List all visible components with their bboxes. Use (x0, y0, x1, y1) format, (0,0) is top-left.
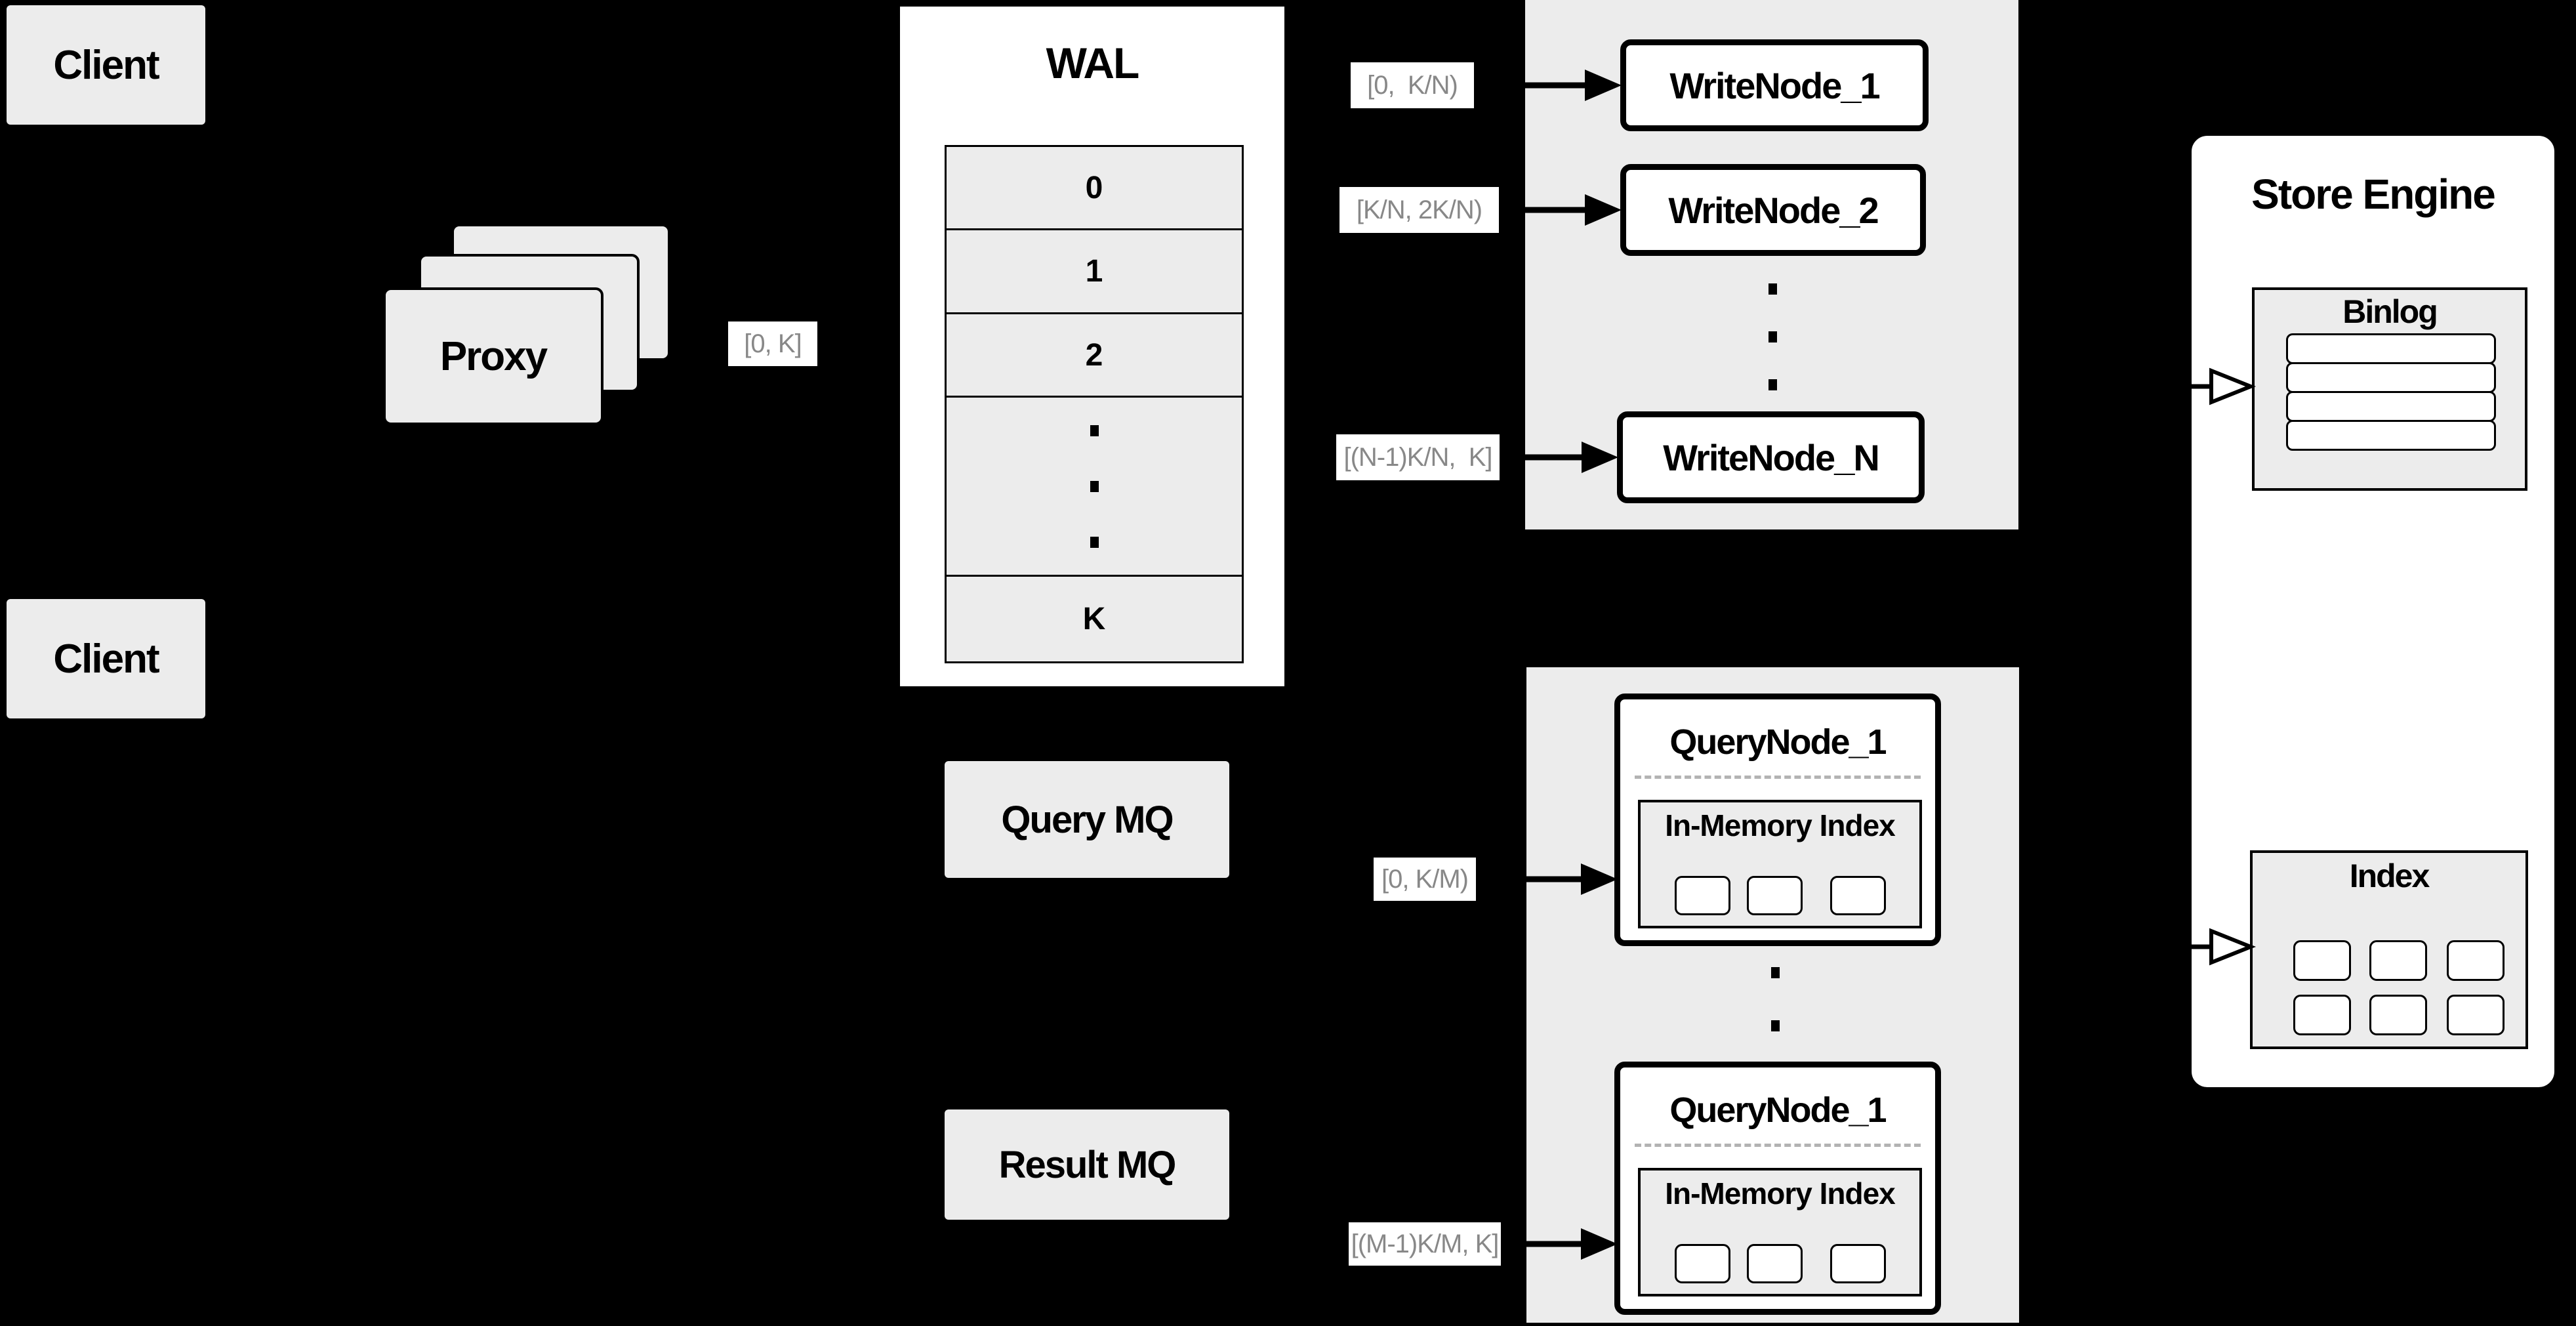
wal-ellipsis-row (947, 398, 1242, 577)
write-node-n-label: WriteNode_N (1663, 436, 1880, 478)
wal-row-0: 0 (947, 147, 1242, 230)
index-segment (2293, 940, 2351, 981)
index-title: Index (2349, 858, 2430, 894)
index-segment (2369, 995, 2427, 1035)
memory-segment (1675, 1244, 1730, 1283)
binlog-title: Binlog (2342, 293, 2438, 330)
arrow-to-query-node-top (1476, 863, 1618, 895)
store-engine-box: Store Engine Binlog Index (2189, 133, 2557, 1090)
index-segment (2369, 940, 2427, 981)
store-engine-title: Store Engine (2251, 171, 2496, 218)
write-node-ellipsis (1768, 283, 1777, 390)
ellipsis-dot (1771, 1020, 1780, 1031)
range-label-write-n: [(N-1)K/N, K] (1336, 434, 1500, 480)
client-bottom-label: Client (53, 636, 159, 682)
index-segment (2447, 940, 2504, 981)
query-node-top-title: QueryNode_1 (1669, 722, 1887, 762)
proxy-label: Proxy (440, 333, 548, 379)
arrow-to-binlog (2129, 367, 2257, 405)
wal-row-1: 1 (947, 230, 1242, 314)
write-node-2: WriteNode_2 (1620, 164, 1926, 256)
wal-title: WAL (1046, 39, 1140, 87)
binlog-row (2286, 420, 2496, 451)
arrow-to-write-node-2 (1499, 194, 1622, 226)
arrow-to-query-node-bottom (1501, 1228, 1618, 1260)
proxy-box: Proxy (383, 287, 603, 425)
range-label-proxy-wal: [0, K] (728, 321, 817, 366)
memory-segment (1747, 1244, 1803, 1283)
ellipsis-dot (1090, 536, 1099, 548)
in-memory-index-bottom: In-Memory Index (1638, 1168, 1922, 1296)
query-node-top: QueryNode_1 In-Memory Index (1614, 694, 1941, 946)
in-memory-index-bottom-title: In-Memory Index (1665, 1176, 1896, 1211)
arrow-to-index (2129, 928, 2257, 966)
index-segment (2293, 995, 2351, 1035)
binlog-row (2286, 362, 2496, 393)
query-node-bottom-title: QueryNode_1 (1669, 1090, 1887, 1130)
write-node-2-label: WriteNode_2 (1668, 189, 1879, 231)
index-box: Index (2250, 850, 2528, 1049)
ellipsis-dot (1768, 379, 1777, 390)
ellipsis-dot (1090, 425, 1099, 436)
query-mq-label: Query MQ (1001, 798, 1174, 841)
binlog-rows (2286, 333, 2496, 451)
wal-row-k: K (947, 577, 1242, 661)
ellipsis-dot (1768, 283, 1777, 295)
memory-segment (1747, 876, 1803, 915)
binlog-row (2286, 391, 2496, 422)
query-mq-box: Query MQ (945, 761, 1229, 878)
arrow-to-write-node-n (1500, 442, 1618, 473)
memory-segment (1675, 876, 1730, 915)
wal-row-2: 2 (947, 314, 1242, 398)
binlog-row (2286, 333, 2496, 364)
memory-segment (1830, 876, 1886, 915)
range-label-query-m: [(M-1)K/M, K] (1349, 1222, 1501, 1266)
result-mq-box: Result MQ (945, 1109, 1229, 1220)
range-label-write-2: [K/N, 2K/N) (1339, 187, 1499, 233)
result-mq-label: Result MQ (998, 1143, 1177, 1186)
wal-box: WAL 0 1 2 K (897, 4, 1287, 689)
ellipsis-dot (1771, 967, 1780, 978)
write-node-1-label: WriteNode_1 (1669, 64, 1880, 106)
write-node-n: WriteNode_N (1617, 411, 1925, 503)
ellipsis-dot (1090, 480, 1099, 492)
memory-segment (1830, 1244, 1886, 1283)
ellipsis-dot (1768, 331, 1777, 342)
client-box-top: Client (7, 5, 205, 125)
index-segment (2447, 995, 2504, 1035)
arrow-to-write-node-1 (1474, 70, 1622, 101)
in-memory-index-top: In-Memory Index (1638, 800, 1922, 928)
client-box-bottom: Client (7, 599, 205, 718)
query-node-bottom: QueryNode_1 In-Memory Index (1614, 1062, 1941, 1315)
binlog-box: Binlog (2252, 287, 2527, 491)
range-label-write-1: [0, K/N) (1351, 62, 1474, 108)
dashed-separator (1635, 1144, 1921, 1147)
in-memory-index-top-title: In-Memory Index (1665, 808, 1896, 842)
range-label-query-1: [0, K/M) (1374, 858, 1476, 901)
wal-segment-table: 0 1 2 K (945, 145, 1244, 663)
write-node-1: WriteNode_1 (1620, 39, 1929, 131)
client-top-label: Client (53, 42, 159, 88)
dashed-separator (1635, 776, 1921, 779)
